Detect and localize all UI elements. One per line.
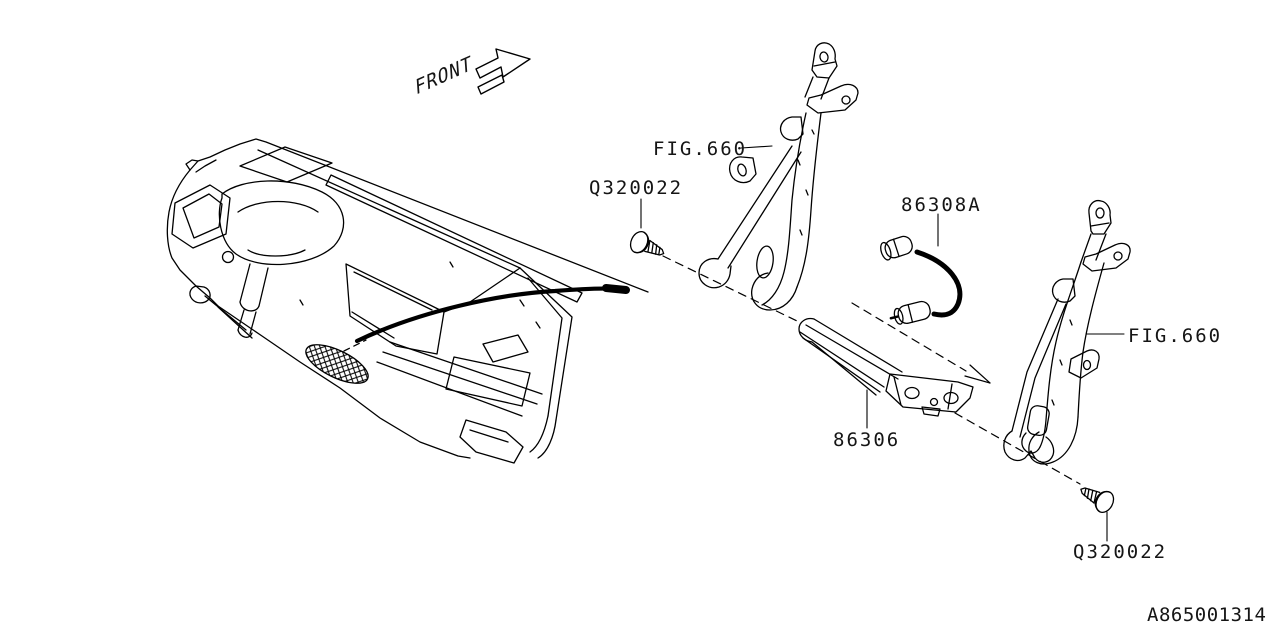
bracket-fig660-left bbox=[698, 42, 859, 311]
mounting-hole bbox=[1082, 359, 1092, 371]
callout-86308a: 86308A bbox=[901, 194, 982, 216]
mounting-hole bbox=[929, 397, 939, 407]
mounting-hole bbox=[1113, 251, 1123, 261]
bracket-fig660-right bbox=[1003, 199, 1131, 465]
callout-leader-lines bbox=[640, 145, 1125, 542]
mounting-hole bbox=[943, 391, 959, 405]
screw-q320022-right bbox=[1075, 478, 1118, 517]
assembly-guide-lines bbox=[662, 255, 1081, 485]
mounting-hole bbox=[1095, 207, 1105, 219]
mounting-hole bbox=[737, 163, 747, 177]
antenna-feeder-cable bbox=[354, 284, 630, 344]
instrument-panel-drawing bbox=[166, 138, 649, 464]
front-direction-arrow-icon bbox=[475, 48, 531, 95]
screw-q320022-left bbox=[626, 228, 669, 265]
antenna-cord-86308a bbox=[880, 235, 963, 325]
callout-q320022-left: Q320022 bbox=[589, 177, 684, 199]
antenna-module-86306 bbox=[798, 317, 974, 417]
assembly-arrowhead bbox=[964, 364, 991, 384]
callout-fig660-left: FIG.660 bbox=[653, 138, 748, 160]
callout-86306: 86306 bbox=[833, 429, 901, 451]
speaker-grille bbox=[305, 344, 369, 384]
callout-fig660-right: FIG.660 bbox=[1128, 325, 1223, 347]
document-number: A865001314 bbox=[1147, 604, 1267, 626]
mounting-hole bbox=[819, 51, 829, 63]
mounting-hole bbox=[904, 386, 920, 400]
mounting-hole bbox=[841, 95, 851, 105]
callout-q320022-right: Q320022 bbox=[1073, 541, 1168, 563]
